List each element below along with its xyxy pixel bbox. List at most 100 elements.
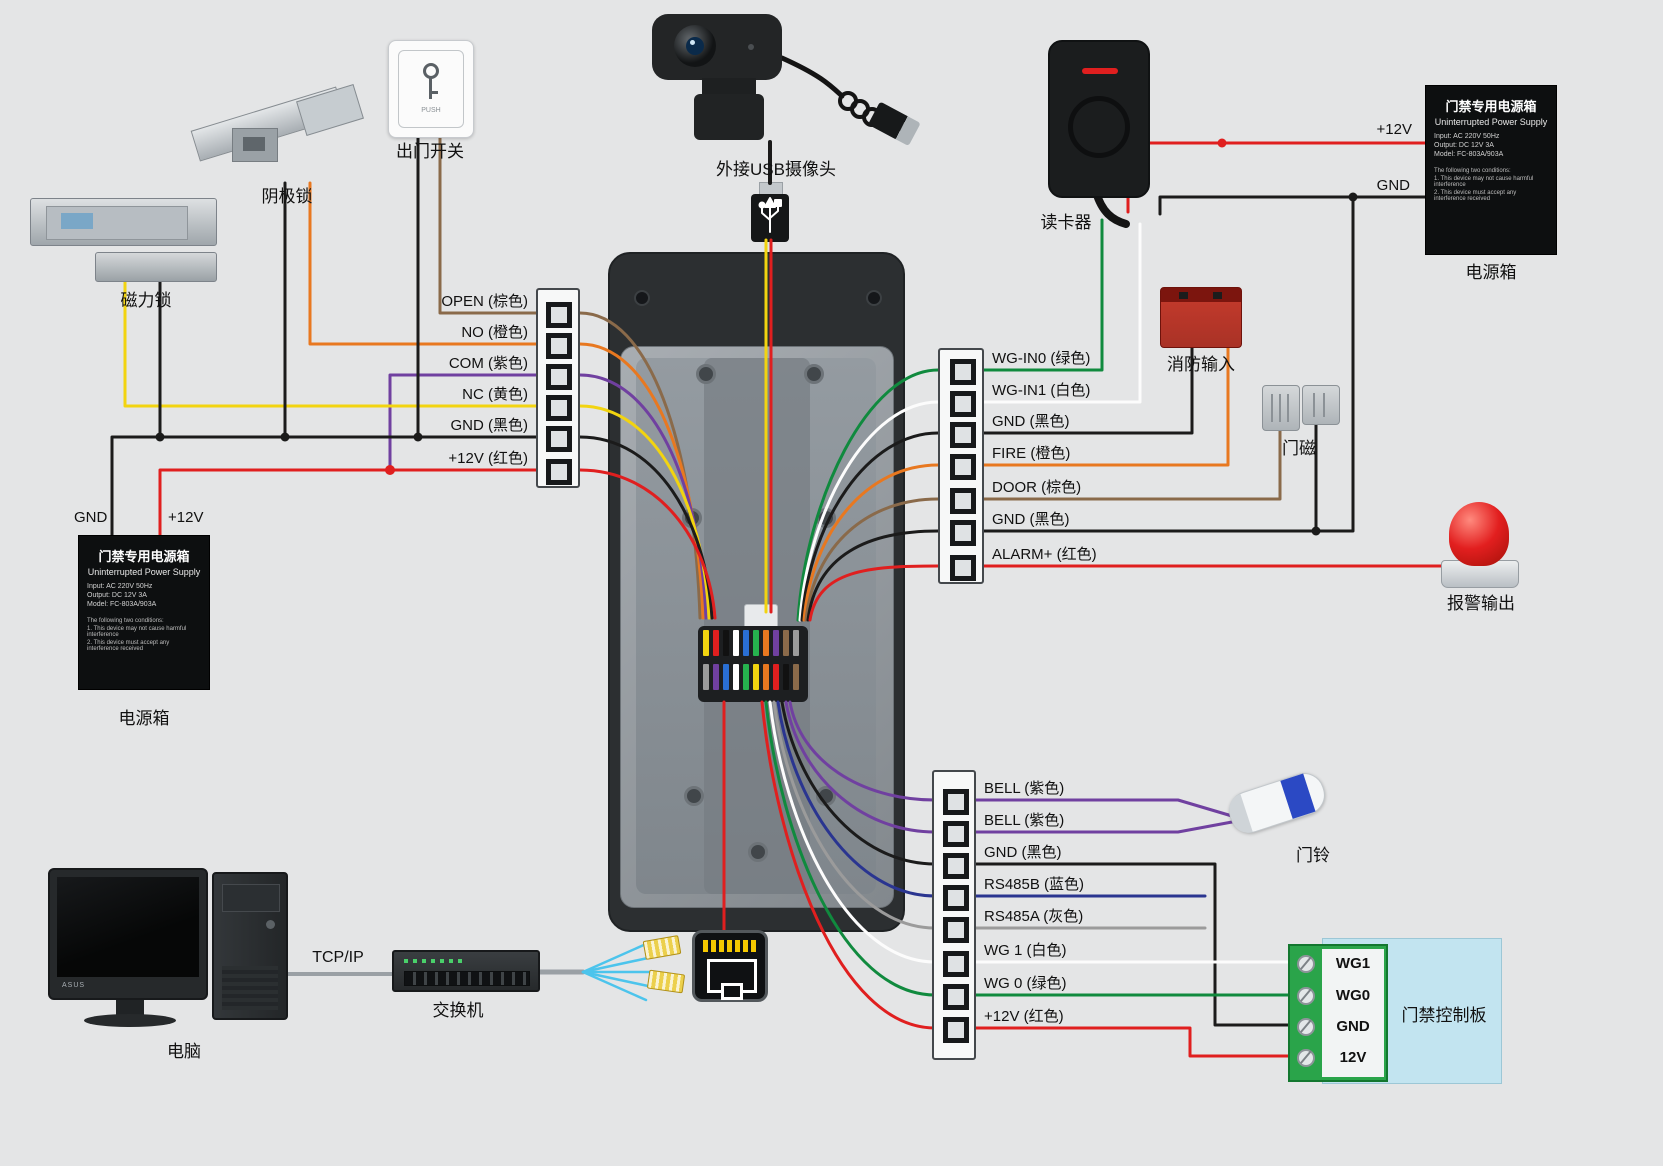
terminal-cell[interactable] [546,302,572,328]
plate-hole-5 [748,842,768,862]
label-gnd-right-psu: GND [1376,177,1410,194]
terminal-label-fire: FIRE (橙色) [992,445,1071,462]
board-screw-wg1[interactable] [1297,955,1315,973]
rj45-pin [743,940,748,952]
fiber-fan [581,942,652,1002]
label-control-board: 门禁控制板 [1401,1006,1487,1025]
door-contact-magnet [1302,385,1340,425]
camera-coil-1 [838,91,858,111]
board-terminal-12v: 12V [1339,1049,1367,1066]
tower-power-button[interactable] [266,920,275,929]
terminal-label-rs485b: RS485B (蓝色) [984,876,1085,893]
switch-ports [404,971,530,986]
terminal-bar-row-1 [698,626,808,660]
terminal-cell[interactable] [546,426,572,452]
terminal-cell[interactable] [943,951,969,977]
wire-no-orange [308,181,538,346]
rj45-socket-notch [721,983,743,1000]
maglock-body [30,198,217,246]
terminal-cell[interactable] [943,1017,969,1043]
psu-conditions-title: The following two conditions: [87,618,164,624]
terminal-label-com: COM (紫色) [448,355,528,372]
plate-hole-2 [816,508,836,528]
network-switch [392,950,540,992]
psu-output: Output: DC 12V 3A [87,592,147,599]
terminal-cell[interactable] [943,885,969,911]
psu-box-right: 门禁专用电源箱 Uninterrupted Power Supply Input… [1425,85,1557,255]
terminal-label-open: OPEN (棕色) [441,293,528,310]
board-terminal-wg0: WG0 [1335,987,1371,1004]
camera-lens-glint [690,40,695,45]
board-terminal-wg1: WG1 [1335,955,1371,972]
terminal-cell[interactable] [546,395,572,421]
wire-12v-red [158,468,538,537]
label-switch: 交换机 [432,1001,484,1020]
doorbell-blue-band [1280,773,1316,819]
shell-screw-top-left [634,290,650,306]
junction-com-12v [385,465,395,475]
device-terminal-block [698,626,808,702]
terminal-cell[interactable] [950,422,976,448]
junction-gnd-2 [280,432,290,442]
terminal-cell[interactable] [943,984,969,1010]
psu-title-right: 门禁专用电源箱 [1445,99,1537,114]
plate-hole-3 [684,786,704,806]
label-maglock: 磁力锁 [120,291,172,310]
key-icon-tooth [432,91,438,94]
exit-button-inner-frame [398,50,464,128]
terminal-cell[interactable] [546,459,572,485]
monitor-base [84,1014,176,1027]
terminal-cell[interactable] [943,789,969,815]
usb-camera-neck [702,78,756,96]
label-exit-button: 出门开关 [396,142,464,161]
exit-button[interactable]: PUSH [388,40,474,138]
terminal-cell[interactable] [950,555,976,581]
psu-model: Model: FC-803A/903A [87,601,157,608]
terminal-cell[interactable] [546,364,572,390]
rj45-pin [711,940,716,952]
junction-black-psu [1348,192,1358,202]
strike-head [296,84,364,136]
plate-hole-7 [804,364,824,384]
tower-drive-bay [222,884,280,912]
terminal-cell[interactable] [943,917,969,943]
rj45-jack [692,930,768,1002]
monitor-stand [116,1000,144,1016]
junction-gnd-3 [413,432,423,442]
terminal-label-nc: NC (黄色) [462,386,528,403]
terminal-label-rs485a: RS485A (灰色) [984,908,1084,925]
terminal-cell[interactable] [943,853,969,879]
doorbell-body [1223,767,1331,839]
camera-coil-2 [850,99,870,119]
terminal-cell[interactable] [950,454,976,480]
door-contact-main [1262,385,1300,431]
terminal-cell[interactable] [950,520,976,546]
board-screw-12v[interactable] [1297,1049,1315,1067]
psu-output-right: Output: DC 12V 3A [1434,142,1494,149]
terminal-label-door: DOOR (棕色) [992,479,1082,496]
label-computer: 电脑 [167,1042,201,1061]
terminal-label-wg0: WG 0 (绿色) [984,975,1067,992]
terminal-cell[interactable] [546,333,572,359]
psu-input: Input: AC 220V 50Hz [87,583,153,590]
terminal-cell[interactable] [950,391,976,417]
terminal-label-wgin0: WG-IN0 (绿色) [992,350,1091,367]
board-screw-wg0[interactable] [1297,987,1315,1005]
board-screw-gnd[interactable] [1297,1018,1315,1036]
alarm-siren-dome [1449,502,1509,566]
left-terminal-block [536,288,580,488]
terminal-cell[interactable] [950,359,976,385]
terminal-label-bell2: BELL (紫色) [984,812,1065,829]
camera-lens-glass [686,37,704,55]
label-gnd-left-psu: GND [74,509,108,526]
terminal-cell[interactable] [950,488,976,514]
psu-subtitle: Uninterrupted Power Supply [87,567,201,577]
rj45-pin [703,940,708,952]
terminal-label-wg1: WG 1 (白色) [984,942,1067,959]
terminal-label-bell1: BELL (紫色) [984,780,1065,797]
monitor: ASUS [48,868,208,1000]
label-tcpip: TCP/IP [312,949,364,966]
label-12v-left-psu: +12V [168,509,204,526]
terminal-cell[interactable] [943,821,969,847]
terminal-label-no: NO (橙色) [461,324,528,341]
